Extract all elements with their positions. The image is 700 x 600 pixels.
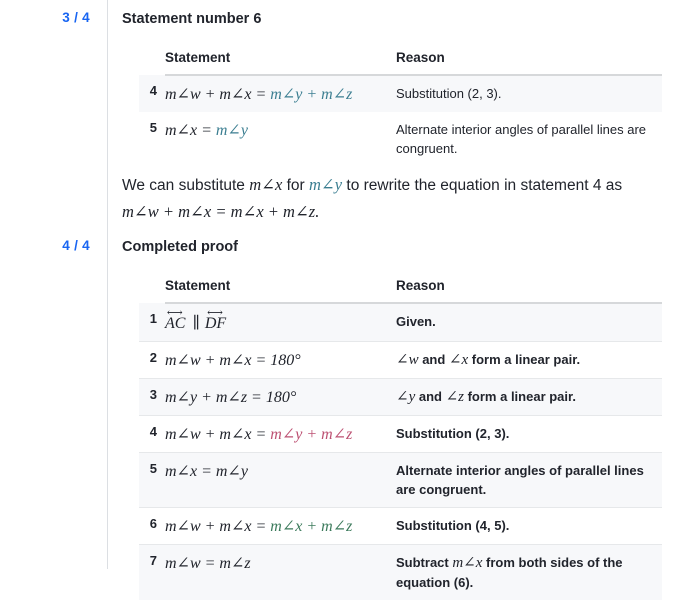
table-row: 4 m∠w + m∠x = m∠y + m∠z Substitution (2,… <box>139 75 662 112</box>
proof-table-partial: Statement Reason 4 m∠w + m∠x = m∠y + m∠z… <box>139 50 662 166</box>
table-row: 6 m∠w + m∠x = m∠x + m∠z Substitution (4,… <box>139 508 662 545</box>
reason-math-1: ∠y <box>396 389 415 405</box>
table-row: 5 m∠x = m∠y Alternate interior angles of… <box>139 112 662 166</box>
column-header-statement: Statement <box>165 50 396 75</box>
row-statement: m∠w + m∠x = 180° <box>165 342 396 379</box>
row-reason: Substitution (4, 5). <box>396 508 662 545</box>
row-number: 7 <box>139 545 165 600</box>
table-row: 1 ⟷AC ∥ ⟷DF Given. <box>139 303 662 342</box>
table-row: 2 m∠w + m∠x = 180° ∠w and ∠x form a line… <box>139 342 662 379</box>
row-reason: Given. <box>396 303 662 342</box>
row-statement: m∠x = m∠y <box>165 453 396 508</box>
row-number: 6 <box>139 508 165 545</box>
double-arrow-overline-icon: ⟷ <box>204 309 225 317</box>
table-row: 7 m∠w = m∠z Subtract m∠x from both sides… <box>139 545 662 600</box>
row-number: 1 <box>139 303 165 342</box>
step-rail: 3 / 4 4 / 4 <box>0 0 108 569</box>
proof-table-completed: Statement Reason 1 ⟷AC ∥ ⟷DF Given. 2 m∠w … <box>139 278 662 600</box>
column-header-number <box>139 50 165 75</box>
step-counter-4: 4 / 4 <box>0 238 90 253</box>
row-number: 4 <box>139 416 165 453</box>
row-reason: Alternate interior angles of parallel li… <box>396 453 662 508</box>
row-number: 4 <box>139 75 165 112</box>
section-heading-completed-proof: Completed proof <box>122 237 238 257</box>
column-header-reason: Reason <box>396 278 662 303</box>
row-statement: m∠y + m∠z = 180° <box>165 379 396 416</box>
row-number: 5 <box>139 112 165 166</box>
statement-math-highlight: m∠x + m∠z <box>270 518 352 535</box>
row-number: 3 <box>139 379 165 416</box>
explanation-math-3: m∠w + m∠x = m∠x + m∠z. <box>122 202 319 221</box>
column-header-statement: Statement <box>165 278 396 303</box>
statement-math-default: m∠w + m∠x = <box>165 86 270 103</box>
section-heading-statement-number-6: Statement number 6 <box>122 9 261 29</box>
explanation-text-1: We can substitute <box>122 177 249 194</box>
explanation-paragraph: We can substitute m∠x for m∠y to rewrite… <box>122 172 642 226</box>
table-row: 4 m∠w + m∠x = m∠y + m∠z Substitution (2,… <box>139 416 662 453</box>
row-statement: m∠w = m∠z <box>165 545 396 600</box>
line-notation-ac: ⟷AC <box>165 312 185 333</box>
row-number: 2 <box>139 342 165 379</box>
row-reason: Alternate interior angles of parallel li… <box>396 112 662 166</box>
reason-text-2: form a linear pair. <box>468 352 580 367</box>
row-number: 5 <box>139 453 165 508</box>
row-reason: ∠y and ∠z form a linear pair. <box>396 379 662 416</box>
table-row: 5 m∠x = m∠y Alternate interior angles of… <box>139 453 662 508</box>
explanation-text-2: for <box>282 177 309 194</box>
row-reason: Subtract m∠x from both sides of the equa… <box>396 545 662 600</box>
explanation-math-1: m∠x <box>249 175 282 194</box>
row-reason: Substitution (2, 3). <box>396 75 662 112</box>
statement-math-highlight: m∠y + m∠z <box>270 426 352 443</box>
statement-math-highlight: m∠y + m∠z <box>270 86 352 103</box>
row-statement: ⟷AC ∥ ⟷DF <box>165 303 396 342</box>
column-header-number <box>139 278 165 303</box>
row-reason: Substitution (2, 3). <box>396 416 662 453</box>
table-header-row: Statement Reason <box>139 278 662 303</box>
row-statement: m∠x = m∠y <box>165 112 396 166</box>
row-statement: m∠w + m∠x = m∠x + m∠z <box>165 508 396 545</box>
column-header-reason: Reason <box>396 50 662 75</box>
row-statement: m∠w + m∠x = m∠y + m∠z <box>165 416 396 453</box>
reason-math-1: ∠w <box>396 352 419 368</box>
rail-divider <box>107 0 108 569</box>
step-counter-3: 3 / 4 <box>0 10 90 25</box>
row-statement: m∠w + m∠x = m∠y + m∠z <box>165 75 396 112</box>
statement-math-highlight: m∠y <box>216 122 248 139</box>
row-reason: ∠w and ∠x form a linear pair. <box>396 342 662 379</box>
proof-exercise-page: 3 / 4 4 / 4 Statement number 6 Statement… <box>0 0 700 569</box>
explanation-text-3: to rewrite the equation in statement 4 a… <box>342 177 622 194</box>
table-header-row: Statement Reason <box>139 50 662 75</box>
reason-text-2: form a linear pair. <box>464 389 576 404</box>
parallel-symbol: ∥ <box>192 315 199 332</box>
reason-math-2: ∠z <box>446 389 464 405</box>
reason-text-1: Subtract <box>396 555 452 570</box>
reason-text-1: and <box>419 352 449 367</box>
double-arrow-overline-icon: ⟷ <box>164 309 184 317</box>
reason-text-1: and <box>415 389 445 404</box>
line-notation-df: ⟷DF <box>205 312 226 333</box>
content-column: Statement number 6 Statement Reason 4 m∠… <box>122 0 700 569</box>
explanation-math-2: m∠y <box>309 175 342 194</box>
statement-math-default: m∠x = <box>165 122 216 139</box>
statement-math-default: m∠w + m∠x = <box>165 426 270 443</box>
reason-math-2: ∠x <box>449 352 468 368</box>
statement-math-default: m∠w + m∠x = <box>165 518 270 535</box>
table-row: 3 m∠y + m∠z = 180° ∠y and ∠z form a line… <box>139 379 662 416</box>
